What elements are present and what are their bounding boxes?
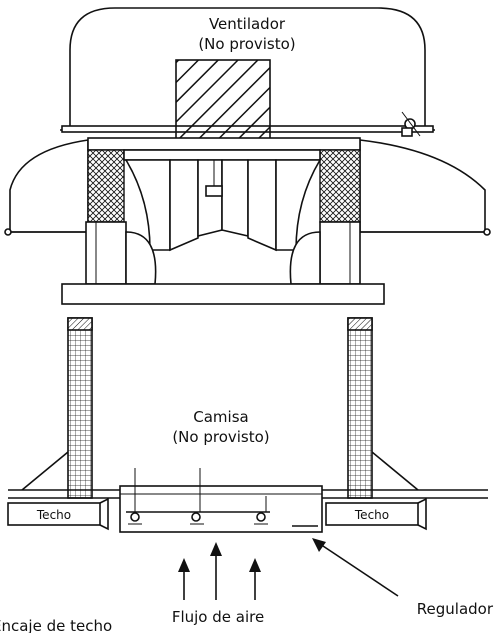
fan-unit [4,7,491,305]
airflow-label: Flujo de aire [172,608,264,626]
fan-skirt-left [9,139,89,233]
airflow-arrows [178,542,261,600]
fan-side-bolt [401,111,421,137]
jacket-label-line2: (No provisto) [172,428,269,446]
roof-curb [7,317,488,533]
curb-post-left [67,317,93,499]
fan-label-line1: Ventilador [209,15,286,33]
roof-label-right: Techo [354,508,389,522]
fan-impeller [124,159,322,252]
fan-screen-left [87,149,125,223]
jacket-box [119,485,323,533]
fan-base-plate [61,283,385,305]
roof-deck-right [325,502,419,526]
fan-label-line2: (No provisto) [198,35,295,53]
jacket-label-line1: Camisa [193,408,248,426]
roof-curb-label: Encaje de techo [0,617,112,633]
damper-pointer-arrow [312,538,399,597]
fan-skirt-right [359,139,486,233]
fan-screen-right [319,149,361,223]
damper-label: Regulador [417,600,494,618]
damper-mechanism [126,468,318,527]
fan-center-duct [175,59,271,151]
roof-label-left: Techo [36,508,71,522]
roof-deck-left [7,502,101,526]
curb-post-right [347,317,373,499]
